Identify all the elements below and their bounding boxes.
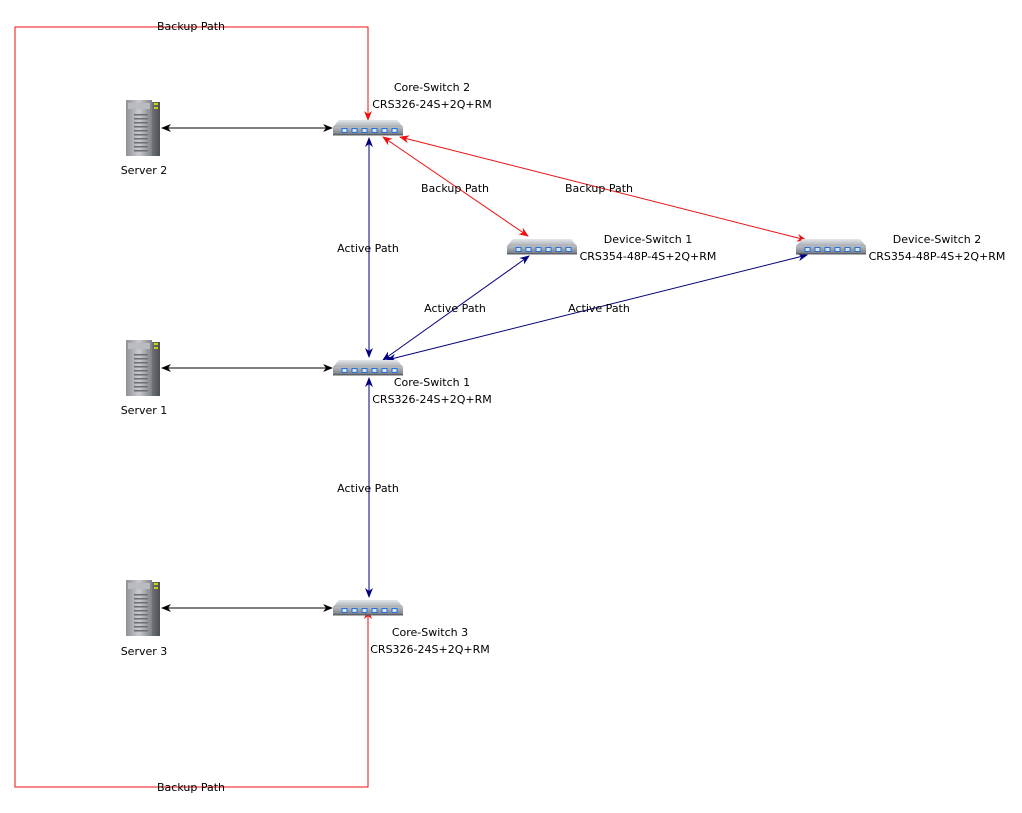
node-core-switch-2: Core-Switch 2 CRS326-24S+2Q+RM bbox=[332, 81, 492, 136]
switch-name: Core-Switch 3 bbox=[392, 626, 468, 639]
switch-name: Device-Switch 2 bbox=[893, 233, 981, 246]
switch-icon bbox=[332, 119, 404, 136]
node-device-switch-2: Device-Switch 2 CRS354-48P-4S+2Q+RM bbox=[795, 233, 1006, 263]
switch-icon bbox=[506, 238, 578, 255]
server-icon bbox=[126, 580, 160, 636]
edge-label-core1-core2: Active Path bbox=[337, 242, 399, 255]
server-label: Server 1 bbox=[121, 404, 168, 417]
switch-model: CRS354-48P-4S+2Q+RM bbox=[580, 250, 717, 263]
switch-name: Core-Switch 1 bbox=[394, 376, 470, 389]
server-label: Server 3 bbox=[121, 645, 168, 658]
server-icon bbox=[126, 100, 160, 156]
edge-core1-dev2-active bbox=[386, 253, 808, 362]
server-label: Server 2 bbox=[121, 164, 168, 177]
switch-name: Core-Switch 2 bbox=[394, 81, 470, 94]
node-server-1: Server 1 bbox=[121, 340, 168, 417]
edge-backup-loop bbox=[14, 26, 372, 788]
switch-icon bbox=[795, 238, 867, 255]
switch-icon bbox=[332, 359, 404, 376]
node-core-switch-1: Core-Switch 1 CRS326-24S+2Q+RM bbox=[332, 359, 492, 406]
edge-label-core1-dev1: Active Path bbox=[424, 302, 486, 315]
switch-model: CRS326-24S+2Q+RM bbox=[372, 98, 491, 111]
node-server-3: Server 3 bbox=[121, 580, 168, 658]
switch-icon bbox=[332, 599, 404, 616]
edge-label-backup-bottom: Backup Path bbox=[157, 781, 225, 794]
edge-label-core1-core3: Active Path bbox=[337, 482, 399, 495]
switch-model: CRS354-48P-4S+2Q+RM bbox=[869, 250, 1006, 263]
switch-model: CRS326-24S+2Q+RM bbox=[372, 393, 491, 406]
switch-name: Device-Switch 1 bbox=[604, 233, 692, 246]
edge-core3-core2-backup bbox=[14, 26, 372, 788]
switch-model: CRS326-24S+2Q+RM bbox=[370, 643, 489, 656]
edge-core2-dev2-backup bbox=[399, 135, 807, 242]
edge-label-core2-dev1: Backup Path bbox=[421, 182, 489, 195]
edge-label-backup-top: Backup Path bbox=[157, 20, 225, 33]
node-core-switch-3: Core-Switch 3 CRS326-24S+2Q+RM bbox=[332, 599, 490, 656]
edge-label-core1-dev2: Active Path bbox=[568, 302, 630, 315]
node-device-switch-1: Device-Switch 1 CRS354-48P-4S+2Q+RM bbox=[506, 233, 717, 263]
server-icon bbox=[126, 340, 160, 396]
node-server-2: Server 2 bbox=[121, 100, 168, 177]
edge-label-core2-dev2: Backup Path bbox=[565, 182, 633, 195]
